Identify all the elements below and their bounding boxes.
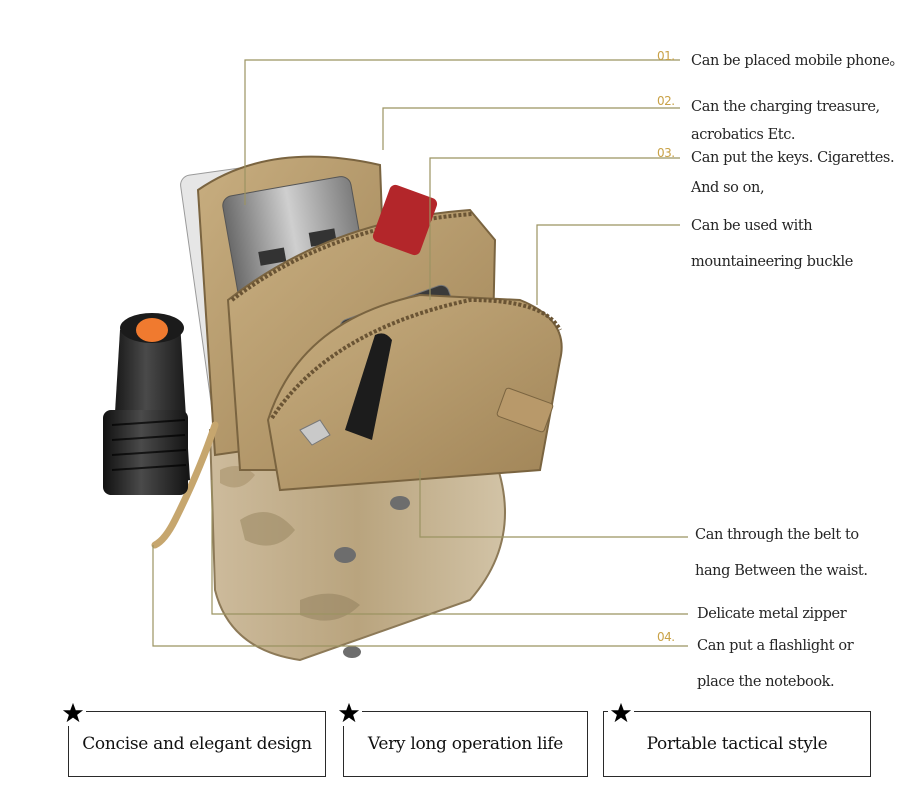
front-pocket	[266, 284, 563, 492]
callout-2-line-1: Can the charging treasure,	[691, 99, 880, 115]
callout-5-line-1: Can through the belt to	[695, 527, 859, 543]
callout-3-line-1: Can put the keys. Cigarettes.	[691, 150, 895, 166]
feature-box-3: Portable tactical style	[603, 711, 871, 777]
callout-7-number: 04.	[657, 630, 675, 644]
callout-7-line-1: Can put a flashlight or	[697, 638, 854, 654]
feature-box-2: Very long operation life	[343, 711, 588, 777]
feature-label-3: Portable tactical style	[646, 734, 828, 754]
callout-2-number: 02.	[657, 94, 675, 108]
flashlight	[103, 313, 190, 495]
callout-4-line-1: Can be used with	[691, 218, 813, 234]
feature-box-1: Concise and elegant design	[68, 711, 326, 777]
callout-3-number: 03.	[657, 146, 675, 160]
callout-2-line-2: acrobatics Etc.	[691, 127, 796, 143]
callout-3-line-2: And so on,	[691, 180, 765, 196]
callout-4-line-2: mountaineering buckle	[691, 254, 853, 270]
star-icon	[336, 700, 362, 726]
callout-1-line-1: Can be placed mobile phone。	[691, 53, 900, 69]
star-icon	[60, 700, 86, 726]
star-icon	[608, 700, 634, 726]
zipper-pull	[151, 421, 219, 549]
leader-lines	[152, 59, 688, 647]
callout-5-line-2: hang Between the waist.	[695, 563, 868, 579]
feature-label-2: Very long operation life	[367, 734, 564, 754]
feature-label-1: Concise and elegant design	[82, 734, 312, 754]
callout-7-line-2: place the notebook.	[697, 674, 835, 690]
callout-1-number: 01.	[657, 49, 675, 63]
callout-6-line-1: Delicate metal zipper	[697, 606, 847, 622]
